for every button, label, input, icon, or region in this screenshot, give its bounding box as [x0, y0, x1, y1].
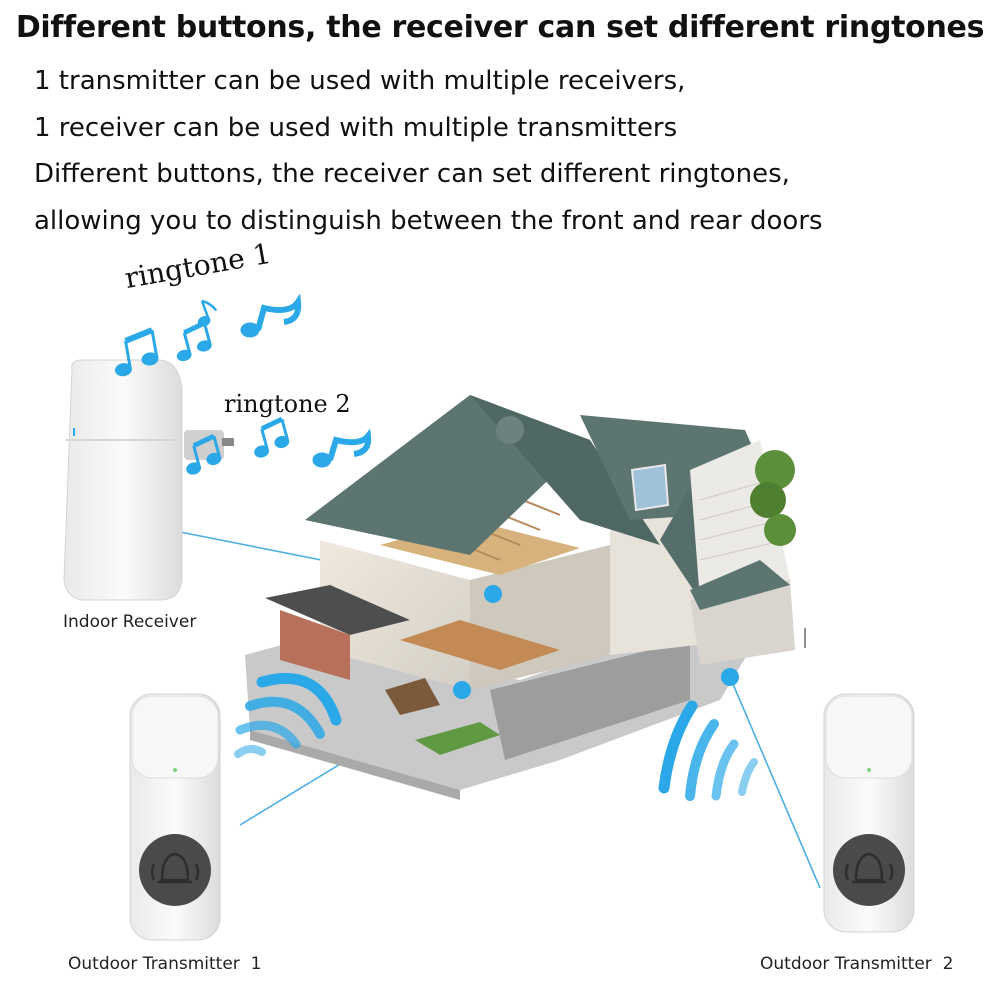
wireless-signal-icon	[234, 672, 342, 758]
description-line: 1 receiver can be used with multiple tra…	[34, 112, 678, 143]
music-note-icon	[115, 293, 372, 475]
description-line: allowing you to distinguish between the …	[34, 205, 823, 236]
signal-nodes	[453, 585, 739, 699]
outdoor-transmitter-1-device	[129, 693, 221, 941]
product-illustration	[63, 293, 915, 941]
house-illustration	[245, 395, 796, 800]
indoor-receiver-label: Indoor Receiver	[63, 612, 197, 632]
headline: Different buttons, the receiver can set …	[15, 10, 985, 45]
wireless-signal-icon	[658, 700, 758, 801]
ringtone-2-label: ringtone 2	[224, 390, 351, 418]
description-line: Different buttons, the receiver can set …	[34, 159, 790, 189]
outdoor-transmitter-2-device	[823, 693, 915, 933]
description-list: 1 transmitter can be used with multiple …	[34, 58, 823, 244]
bell-icon	[150, 852, 200, 884]
outdoor-transmitter-2-label: Outdoor Transmitter 2	[760, 954, 954, 974]
outdoor-transmitter-1-label: Outdoor Transmitter 1	[68, 954, 262, 974]
indoor-receiver-device	[63, 359, 234, 601]
description-line: 1 transmitter can be used with multiple …	[34, 66, 686, 96]
